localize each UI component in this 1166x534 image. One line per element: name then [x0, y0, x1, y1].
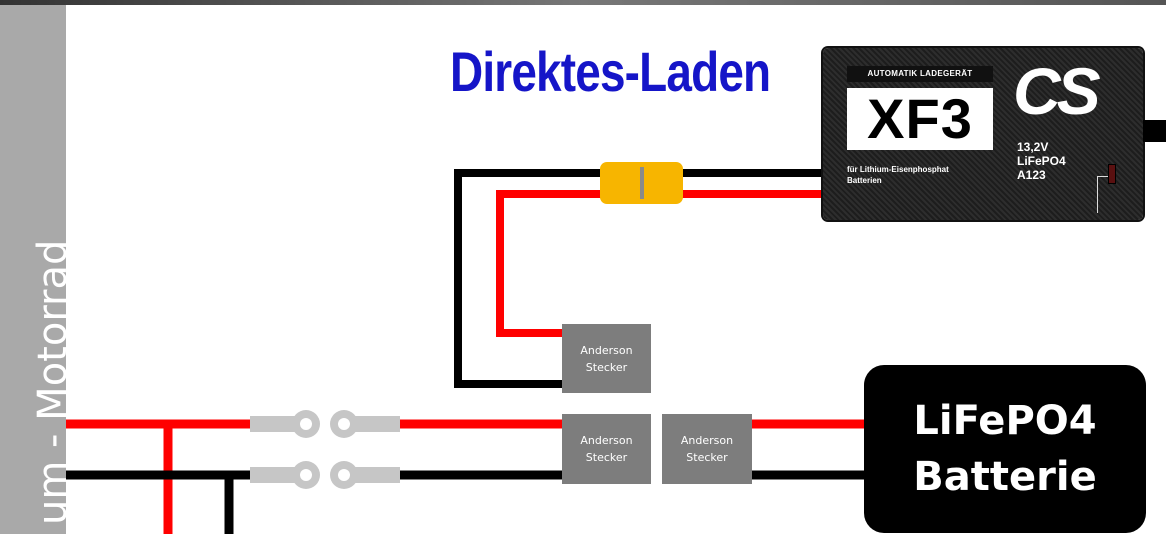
charger-device-icon: AUTOMATIK LADEGERÄT XF3 für Lithium-Eise… — [823, 48, 1143, 220]
inline-fuse-icon — [600, 162, 683, 204]
charger-model: XF3 — [847, 88, 993, 150]
connector-label-line1: Anderson — [580, 343, 633, 357]
anderson-connector-charger: Anderson Stecker — [562, 324, 651, 393]
ring-terminal-icon — [250, 461, 320, 489]
connector-label-line2: Stecker — [686, 451, 728, 464]
charger-description: für Lithium-Eisenphosphat Batterien — [847, 164, 1007, 186]
charger-spec-cell: A123 — [1017, 168, 1046, 182]
connector-label-line1: Anderson — [580, 434, 633, 447]
charger-header: AUTOMATIK LADEGERÄT — [847, 66, 993, 82]
charger-logo: CS — [1013, 54, 1101, 128]
charger-spec-chemistry: LiFePO4 — [1017, 154, 1066, 168]
connector-label-line2: Stecker — [585, 360, 628, 374]
battery-label-line1: LiFePO4 — [913, 398, 1097, 444]
ring-terminal-icon — [250, 410, 320, 438]
charger-led-indicator — [1108, 164, 1116, 184]
fuse-divider — [640, 167, 644, 199]
sidebar: um - Motorrad — [0, 5, 66, 534]
ring-terminal-icon — [330, 461, 400, 489]
charger-description-line1: für Lithium-Eisenphosphat — [847, 165, 949, 174]
charger-spec: 13,2V LiFePO4 A123 — [1017, 140, 1066, 182]
charger-spec-voltage: 13,2V — [1017, 140, 1049, 154]
battery-box: LiFePO4 Batterie — [864, 365, 1146, 533]
charger-cable — [1143, 120, 1166, 142]
top-bar — [0, 0, 1166, 5]
charger-positive-wire — [496, 190, 835, 337]
connector-label-line2: Stecker — [585, 451, 628, 464]
battery-label-line2: Batterie — [913, 454, 1097, 500]
anderson-connector-battery: Anderson Stecker — [662, 414, 752, 484]
connector-label-line1: Anderson — [680, 434, 734, 447]
anderson-connector-vehicle: Anderson Stecker — [562, 414, 651, 484]
charger-leader-line — [1097, 176, 1112, 213]
ring-terminal-icon — [330, 410, 400, 438]
charger-description-line2: Batterien — [847, 176, 882, 185]
diagram-title: Direktes-Laden — [450, 40, 771, 103]
